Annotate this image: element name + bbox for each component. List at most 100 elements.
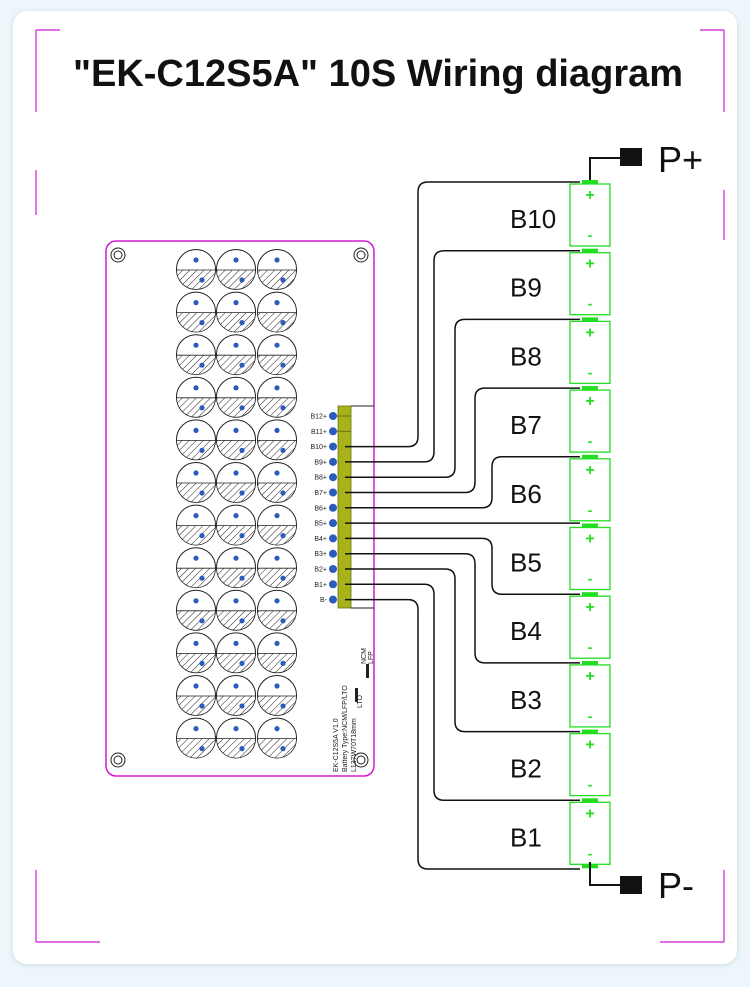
pin-pad bbox=[329, 488, 337, 497]
chemistry-selector: LTO NCM LFP bbox=[355, 648, 375, 708]
cell-b8: +-B8 bbox=[510, 317, 611, 385]
connector-pin: B8+ bbox=[314, 473, 337, 482]
cell-body bbox=[569, 526, 611, 591]
connector-pin: B7+ bbox=[314, 488, 337, 497]
cell-positive-tab bbox=[582, 248, 598, 253]
capacitor bbox=[257, 462, 297, 503]
cell-positive-tab bbox=[582, 317, 598, 322]
cell-plus-mark: + bbox=[585, 462, 594, 479]
cell-body bbox=[569, 183, 611, 247]
cell-label: B5 bbox=[510, 548, 542, 578]
pin-pad bbox=[329, 534, 337, 543]
pin-label: B12+ bbox=[310, 414, 327, 421]
capacitor bbox=[176, 249, 216, 290]
cell-body bbox=[569, 252, 611, 316]
cell-b3: +-B3 bbox=[510, 660, 611, 728]
capacitor bbox=[176, 589, 216, 631]
pin-pad bbox=[329, 442, 337, 451]
cell-label: B4 bbox=[510, 616, 542, 646]
capacitor bbox=[216, 334, 256, 376]
cell-plus-mark: + bbox=[585, 393, 594, 410]
silkscreen-model: EK-C12S5A V1.0 bbox=[333, 718, 340, 772]
cell-label: B9 bbox=[510, 273, 542, 303]
cell-body bbox=[569, 595, 611, 659]
connector-pin: B2+ bbox=[314, 565, 337, 574]
pin-label: B3+ bbox=[314, 551, 327, 558]
cell-minus-mark: - bbox=[588, 364, 593, 380]
lto-jumper-pad bbox=[355, 688, 358, 702]
selector-label-ncm: NCM bbox=[361, 648, 368, 664]
cell-label: B10 bbox=[510, 204, 556, 234]
cell-b9: +-B9 bbox=[510, 248, 611, 316]
cell-stack: +-B10+-B9+-B8+-B7+-B6+-B5+-B4+-B3+-B2+-B… bbox=[510, 180, 611, 869]
capacitor bbox=[176, 717, 216, 759]
crop-guides bbox=[35, 29, 725, 943]
capacitor bbox=[216, 675, 256, 716]
pin-label: B2+ bbox=[314, 567, 327, 574]
selector-label-lto: LTO bbox=[357, 694, 364, 708]
selector-label-lfp: LFP bbox=[368, 651, 375, 664]
capacitor bbox=[176, 419, 216, 461]
balance-wire bbox=[345, 568, 580, 733]
pin-pad bbox=[329, 457, 337, 466]
pin-pad bbox=[329, 580, 337, 589]
cell-plus-mark: + bbox=[585, 737, 594, 754]
capacitor bbox=[176, 291, 216, 333]
connector-pin: B10+ bbox=[310, 442, 337, 451]
capacitor bbox=[216, 249, 256, 290]
cell-body bbox=[569, 664, 611, 728]
capacitor bbox=[257, 249, 297, 290]
connector-pin: B12+ bbox=[310, 412, 337, 421]
capacitor bbox=[216, 547, 256, 589]
cell-plus-mark: + bbox=[585, 599, 594, 616]
cell-plus-mark: + bbox=[585, 805, 594, 822]
connector-pin: B5+ bbox=[314, 519, 337, 528]
balance-wire bbox=[345, 598, 580, 870]
cell-positive-tab bbox=[582, 180, 598, 184]
capacitor bbox=[257, 632, 297, 674]
capacitor bbox=[257, 376, 297, 418]
cell-b10: +-B10 bbox=[510, 180, 611, 247]
pin-label: B1+ bbox=[314, 582, 327, 589]
cell-plus-mark: + bbox=[585, 187, 594, 204]
balance-connector bbox=[337, 405, 352, 609]
balance-wire bbox=[345, 181, 580, 448]
silkscreen-dimensions: L137W70T18mm bbox=[351, 718, 358, 772]
pin-label: B5+ bbox=[314, 521, 327, 528]
pack-positive-lug bbox=[620, 148, 642, 166]
connector-pin: B9+ bbox=[314, 457, 337, 466]
cell-positive-tab bbox=[582, 386, 598, 391]
pin-pad bbox=[329, 412, 337, 420]
pack-positive-terminal: P+ bbox=[589, 139, 703, 180]
capacitor bbox=[257, 717, 297, 759]
connector-pin: B- bbox=[320, 595, 337, 604]
cell-minus-mark: - bbox=[588, 777, 593, 793]
capacitor bbox=[216, 717, 256, 759]
cell-minus-mark: - bbox=[588, 296, 593, 312]
capacitor bbox=[176, 504, 216, 546]
capacitor bbox=[257, 334, 297, 376]
pin-pad bbox=[329, 503, 337, 512]
cell-b4: +-B4 bbox=[510, 592, 611, 659]
cell-body bbox=[569, 458, 611, 522]
connector-pins: B12+B11+B10+B9+B8+B7+B6+B5+B4+B3+B2+B1+B… bbox=[310, 412, 337, 604]
cell-minus-mark: - bbox=[588, 433, 593, 449]
balance-wires bbox=[337, 181, 580, 870]
cell-positive-tab bbox=[582, 729, 598, 734]
cell-minus-mark: - bbox=[588, 571, 593, 587]
balance-wire bbox=[345, 387, 580, 494]
cell-b5: +-B5 bbox=[510, 523, 611, 591]
cell-b6: +-B6 bbox=[510, 454, 611, 522]
capacitor bbox=[257, 291, 297, 333]
cell-positive-tab bbox=[582, 798, 598, 803]
ncm-lfp-jumper-pad bbox=[366, 664, 369, 678]
cell-minus-mark: - bbox=[588, 708, 593, 724]
pin-label: B- bbox=[320, 597, 328, 604]
pack-negative-terminal: P- bbox=[589, 862, 694, 906]
cell-label: B6 bbox=[510, 479, 542, 509]
connector-pin: B6+ bbox=[314, 503, 337, 512]
cell-positive-tab bbox=[582, 592, 598, 597]
pin-pad bbox=[329, 519, 337, 528]
balance-wire bbox=[345, 552, 580, 664]
